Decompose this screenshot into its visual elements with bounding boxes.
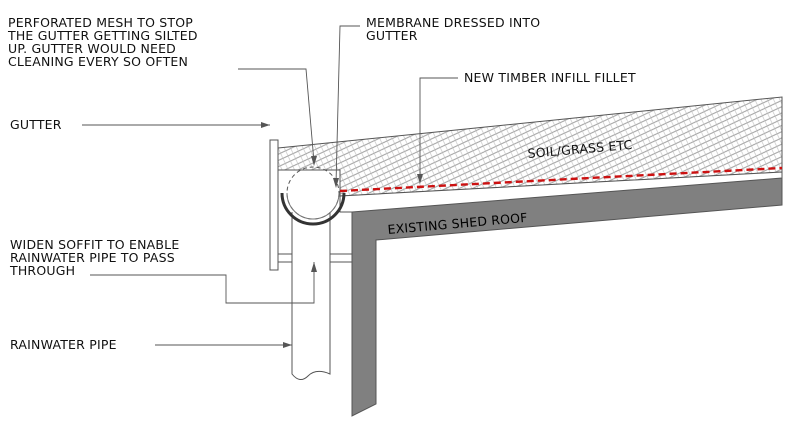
soffit-leader bbox=[90, 262, 315, 304]
membrane-leader bbox=[335, 25, 360, 185]
mesh-label: PERFORATED MESH TO STOP THE GUTTER GETTI… bbox=[7, 15, 202, 69]
rainwater-pipe bbox=[291, 212, 331, 380]
mesh-leader bbox=[238, 68, 315, 163]
shed-roof-section bbox=[351, 171, 783, 417]
soffit-label: WIDEN SOFFIT TO ENABLE RAINWATER PIPE TO… bbox=[9, 237, 184, 278]
fillet-leader bbox=[419, 77, 458, 180]
fillet-label: NEW TIMBER INFILL FILLET bbox=[464, 70, 636, 85]
membrane-label: MEMBRANE DRESSED INTO GUTTER bbox=[366, 15, 544, 43]
fascia-board bbox=[269, 139, 279, 271]
leader-arrows bbox=[261, 122, 423, 348]
leader-lines bbox=[82, 25, 458, 346]
gutter-shape bbox=[280, 192, 346, 226]
pipe-label: RAINWATER PIPE bbox=[10, 337, 117, 352]
membrane-line bbox=[339, 166, 783, 193]
gutter-label: GUTTER bbox=[10, 117, 62, 132]
gutter-inner bbox=[286, 192, 340, 220]
